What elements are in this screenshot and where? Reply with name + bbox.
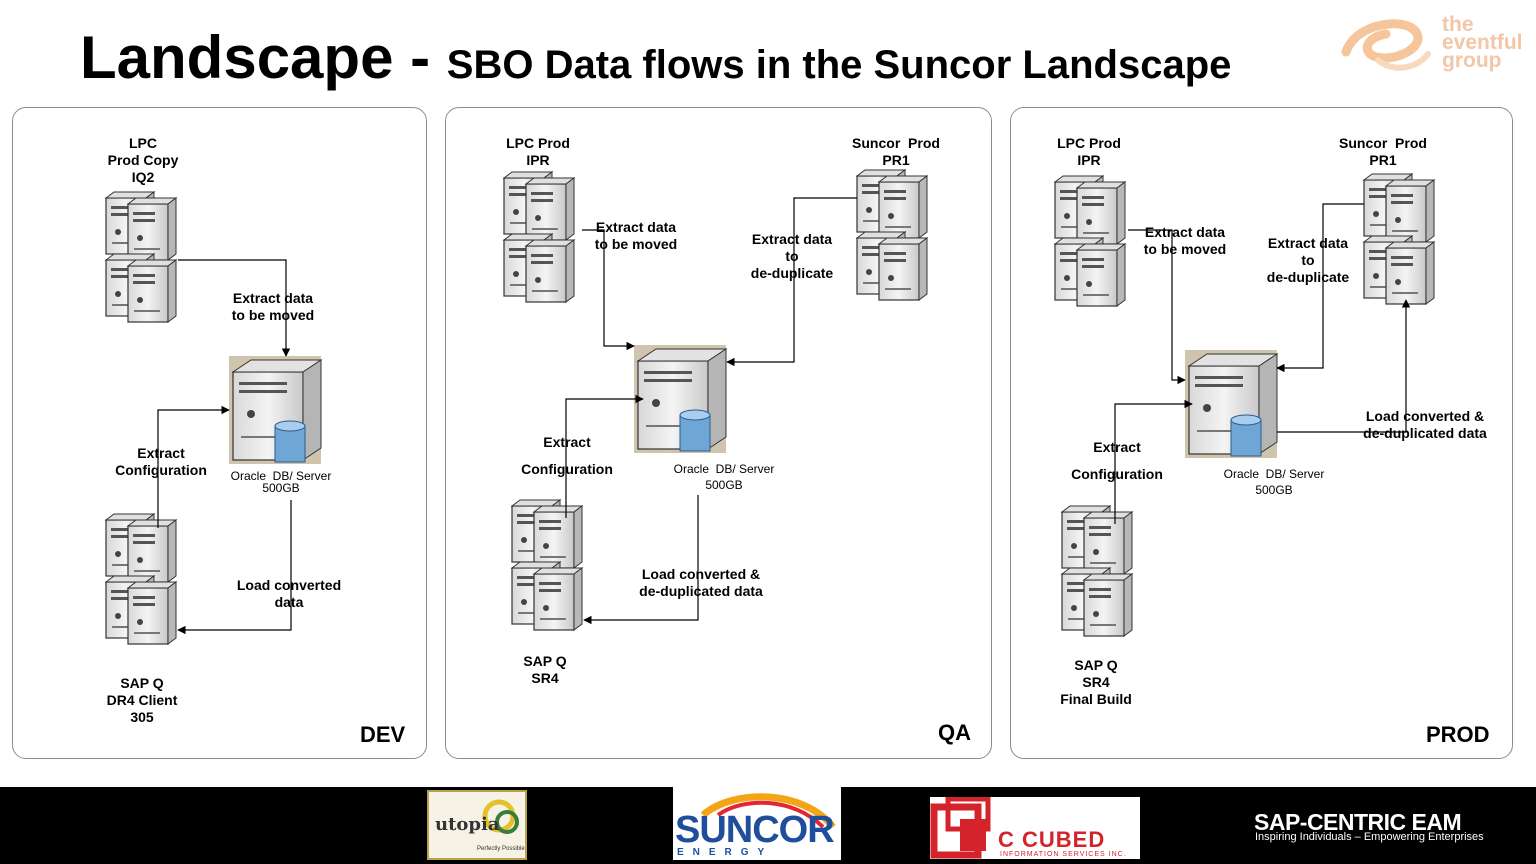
label-lpc-prod-ipr-prod: LPC Prod IPR — [1057, 135, 1121, 168]
footer-bar: utopia Perfectly Possible SUNCOR ENERGY … — [0, 787, 1536, 864]
server-ipr-prod-icon — [1055, 176, 1125, 306]
utopia-logo: utopia Perfectly Possible — [427, 790, 527, 860]
title-main: Landscape - — [80, 24, 447, 91]
server-sr4-qa-icon — [512, 500, 582, 630]
panel-label-prod: PROD — [1426, 722, 1490, 747]
label-oracle-db-qa: Oracle DB/ Server — [673, 462, 775, 476]
panel-label-qa: QA — [938, 720, 971, 745]
panel-dev — [12, 107, 427, 759]
ccubed-cube-icon — [930, 797, 991, 859]
label-suncor-prod-pr1-qa: Suncor Prod PR1 — [852, 135, 940, 168]
brand-word-1: the — [1442, 13, 1474, 36]
sap-centric-eam-logo: SAP-CENTRIC EAM Inspiring Individuals – … — [1254, 809, 1519, 849]
label-configuration-qa: Configuration — [521, 461, 613, 477]
panel-label-dev: DEV — [360, 722, 406, 747]
oracle-db-server-qa-icon — [633, 344, 727, 454]
brand-word-3: group — [1442, 49, 1502, 72]
brand-word-2: eventful — [1442, 31, 1523, 54]
label-lpc-prod-ipr-qa: LPC Prod IPR — [506, 135, 570, 168]
suncor-energy-text: ENERGY — [677, 847, 774, 858]
page-title: Landscape - SBO Data flows in the Suncor… — [80, 28, 1231, 88]
label-extract-moved-dev: Extract data to be moved — [231, 290, 315, 323]
suncor-sun-icon — [700, 793, 836, 830]
label-extract-qa: Extract — [543, 434, 591, 450]
label-extract-dedup-prod: Extract data to de-duplicate — [1266, 235, 1350, 285]
label-extract-config-dev: Extract Configuration — [115, 445, 207, 478]
label-extract-dedup-qa: Extract data to de-duplicate — [750, 231, 834, 281]
eventful-swirl-icon — [1341, 19, 1431, 71]
utopia-swirl-icon — [482, 799, 519, 834]
utopia-wordmark: utopia — [435, 814, 500, 835]
sap-centric-tagline: Inspiring Individuals – Empowering Enter… — [1255, 831, 1484, 843]
label-db-size-qa: 500GB — [705, 478, 743, 492]
dataflow-diagram — [0, 0, 1536, 787]
label-load-converted-qa: Load converted & de-duplicated data — [639, 566, 763, 599]
suncor-wordmark: SUNCOR — [675, 809, 835, 851]
server-pr1-qa-icon — [857, 170, 927, 300]
label-oracle-db-dev: Oracle DB/ Server — [230, 469, 332, 483]
label-db-size-prod: 500GB — [1255, 483, 1293, 497]
ccubed-wordmark: C CUBED — [998, 827, 1106, 852]
label-sap-q-sr4-final: SAP Q SR4 Final Build — [1060, 657, 1132, 707]
label-extract-prod: Extract — [1093, 439, 1141, 455]
server-dr4-icon — [106, 514, 176, 644]
label-extract-moved-qa: Extract data to be moved — [594, 219, 678, 252]
server-ipr-qa-icon — [504, 172, 574, 302]
sap-centric-wordmark: SAP-CENTRIC EAM — [1254, 809, 1462, 835]
label-extract-moved-prod: Extract data to be moved — [1143, 224, 1227, 257]
server-pr1-prod-icon — [1364, 174, 1434, 304]
utopia-tagline: Perfectly Possible — [477, 846, 525, 852]
label-load-converted-prod: Load converted & de-duplicated data — [1363, 408, 1487, 441]
ccubed-logo: C CUBED INFORMATION SERVICES INC. — [930, 797, 1140, 859]
label-db-size-dev: 500GB — [262, 481, 300, 495]
title-subtitle: SBO Data flows in the Suncor Landscape — [446, 43, 1232, 87]
label-lpc-prod-copy: LPC Prod Copy IQ2 — [107, 135, 179, 185]
label-suncor-prod-pr1-prod: Suncor Prod PR1 — [1339, 135, 1427, 168]
ccubed-tagline: INFORMATION SERVICES INC. — [1000, 851, 1127, 858]
oracle-db-server-icon — [228, 355, 322, 465]
eventful-group-logo: the eventful group — [1336, 12, 1531, 82]
label-sap-q-dr4: SAP Q DR4 Client 305 — [106, 675, 178, 725]
server-sr4-prod-icon — [1062, 506, 1132, 636]
server-iq2-icon — [106, 192, 176, 322]
label-load-converted-dev: Load converted data — [236, 577, 342, 610]
label-configuration-prod: Configuration — [1071, 466, 1163, 482]
oracle-db-server-prod-icon — [1184, 349, 1278, 459]
label-sap-q-sr4-qa: SAP Q SR4 — [523, 653, 567, 686]
suncor-logo: SUNCOR ENERGY — [673, 787, 841, 860]
label-oracle-db-prod: Oracle DB/ Server — [1223, 467, 1325, 481]
